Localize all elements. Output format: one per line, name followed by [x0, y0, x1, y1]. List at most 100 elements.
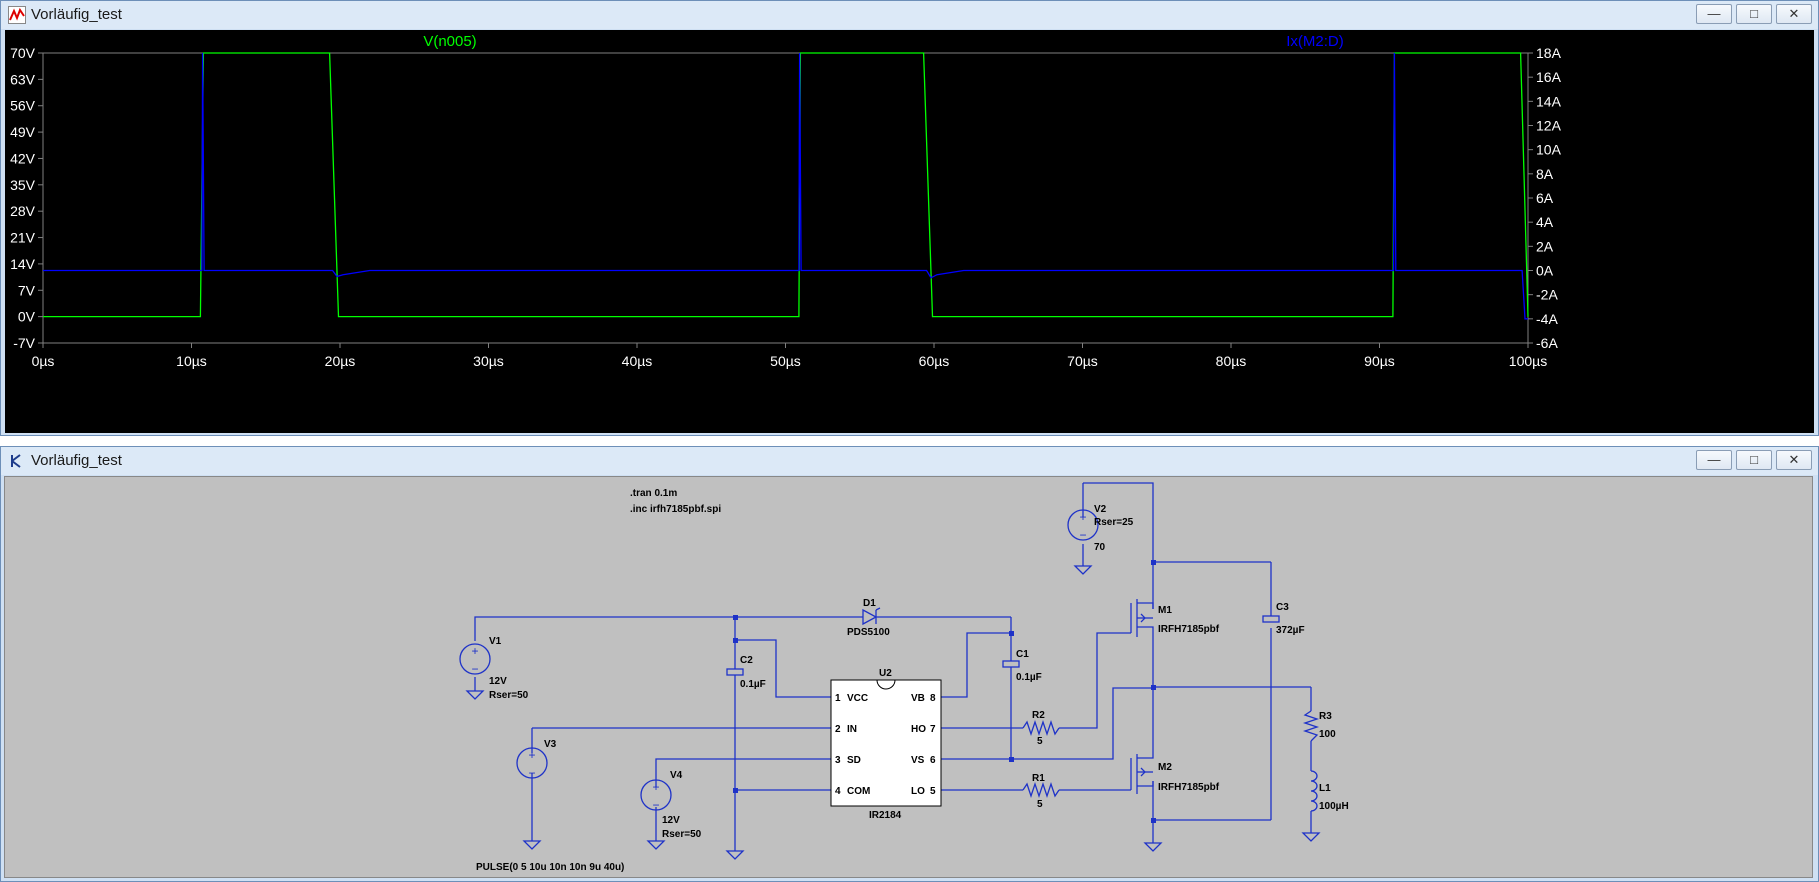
- svg-text:−: −: [528, 766, 535, 780]
- inductor-l1[interactable]: [1310, 770, 1318, 812]
- u2-pin-5-num: 5: [930, 786, 936, 797]
- voltage-source-v4[interactable]: +−: [640, 779, 672, 812]
- x-tick-label: 90µs: [1364, 353, 1395, 369]
- u2-name: U2: [879, 668, 892, 679]
- c3-name: C3: [1276, 602, 1289, 613]
- minimize-button[interactable]: —: [1696, 450, 1732, 470]
- schematic-icon: [11, 454, 21, 468]
- capacitor-c2[interactable]: [726, 668, 744, 676]
- v3-value: PULSE(0 5 10u 10n 10n 9u 40u): [476, 862, 624, 873]
- m1-value: IRFH7185pbf: [1158, 624, 1220, 635]
- c1-name: C1: [1016, 649, 1029, 660]
- close-button[interactable]: ✕: [1776, 4, 1812, 24]
- u2-pin-3-num: 3: [835, 755, 841, 766]
- ground-symbols: [465, 565, 1321, 860]
- v1-param: Rser=50: [489, 690, 529, 701]
- x-tick-label: 100µs: [1509, 353, 1547, 369]
- left-tick-label: -7V: [13, 335, 35, 351]
- c2-value: 0.1µF: [740, 679, 766, 690]
- v4-name: V4: [670, 770, 683, 781]
- plot-window-title: Vorläufig_test: [31, 6, 122, 23]
- right-tick-label: 0A: [1536, 263, 1554, 279]
- close-button[interactable]: ✕: [1776, 450, 1812, 470]
- minimize-button[interactable]: —: [1696, 4, 1732, 24]
- m2-name: M2: [1158, 762, 1172, 773]
- capacitor-c3[interactable]: [1262, 615, 1280, 623]
- mosfet-m2[interactable]: [1130, 751, 1154, 794]
- left-tick-label: 0V: [18, 309, 36, 325]
- mosfet-m1[interactable]: [1130, 599, 1154, 641]
- u2-pin-vcc: VCC: [847, 693, 868, 704]
- right-tick-label: 14A: [1536, 93, 1562, 109]
- directive-tran[interactable]: .tran 0.1m: [630, 488, 677, 499]
- x-tick-label: 60µs: [919, 353, 950, 369]
- right-tick-label: 6A: [1536, 190, 1554, 206]
- x-tick-label: 0µs: [32, 353, 55, 369]
- u2-pin-com: COM: [847, 786, 870, 797]
- maximize-icon: □: [1750, 6, 1758, 21]
- close-icon: ✕: [1788, 452, 1800, 467]
- left-tick-label: 42V: [10, 150, 36, 166]
- plot-window-titlebar[interactable]: Vorläufig_test — □ ✕: [1, 1, 1818, 29]
- schematic-canvas[interactable]: +− +− +− +− .tran 0: [4, 476, 1813, 878]
- ic-u2[interactable]: [830, 679, 942, 807]
- minimize-icon: —: [1707, 6, 1721, 21]
- u2-pin-6-num: 6: [930, 755, 936, 766]
- waveform-chart[interactable]: 70V63V56V49V42V35V28V21V14V7V0V-7V18A16A…: [5, 30, 1814, 433]
- l1-value: 100µH: [1319, 801, 1349, 812]
- u2-pin-lo: LO: [911, 786, 925, 797]
- maximize-button[interactable]: □: [1736, 450, 1772, 470]
- v4-value: 12V: [662, 815, 680, 826]
- resistor-r3[interactable]: [1302, 710, 1320, 742]
- c1-value: 0.1µF: [1016, 672, 1042, 683]
- voltage-source-v3[interactable]: +−: [516, 747, 548, 780]
- left-tick-label: 70V: [10, 45, 36, 61]
- x-tick-label: 30µs: [473, 353, 504, 369]
- left-tick-label: 49V: [10, 124, 36, 140]
- x-tick-label: 20µs: [325, 353, 356, 369]
- right-tick-label: -4A: [1536, 311, 1558, 327]
- v4-param: Rser=50: [662, 829, 702, 840]
- u2-pin-vb: VB: [911, 693, 925, 704]
- series-line-1: [43, 52, 1529, 318]
- maximize-button[interactable]: □: [1736, 4, 1772, 24]
- voltage-source-v2[interactable]: +−: [1067, 509, 1099, 542]
- right-tick-label: 2A: [1536, 238, 1554, 254]
- u2-pin-sd: SD: [847, 755, 861, 766]
- r2-value: 5: [1037, 736, 1043, 747]
- voltage-source-v1[interactable]: +−: [459, 643, 491, 676]
- svg-text:−: −: [1079, 528, 1086, 542]
- u2-value: IR2184: [869, 810, 902, 821]
- right-tick-label: 8A: [1536, 166, 1554, 182]
- diode-d1[interactable]: [862, 607, 881, 626]
- series-line-2: [43, 52, 1528, 320]
- d1-value: PDS5100: [847, 627, 890, 638]
- l1-name: L1: [1319, 783, 1331, 794]
- right-tick-label: 10A: [1536, 142, 1562, 158]
- v3-name: V3: [544, 739, 557, 750]
- left-tick-label: 21V: [10, 230, 36, 246]
- left-tick-label: 63V: [10, 71, 36, 87]
- capacitor-c1[interactable]: [1002, 660, 1020, 668]
- c2-name: C2: [740, 655, 753, 666]
- minimize-icon: —: [1707, 452, 1721, 467]
- r3-name: R3: [1319, 711, 1332, 722]
- svg-text:−: −: [471, 662, 478, 676]
- resistor-r1[interactable]: [1022, 781, 1060, 799]
- left-tick-label: 35V: [10, 177, 36, 193]
- schematic-window-titlebar[interactable]: Vorläufig_test — □ ✕: [1, 447, 1818, 475]
- right-tick-label: -2A: [1536, 287, 1558, 303]
- x-tick-label: 50µs: [770, 353, 801, 369]
- right-tick-label: 16A: [1536, 69, 1562, 85]
- schematic-drawing[interactable]: +− +− +− +− .tran 0: [5, 477, 1813, 878]
- maximize-icon: □: [1750, 452, 1758, 467]
- resistor-r2[interactable]: [1022, 719, 1060, 737]
- right-tick-label: -6A: [1536, 335, 1558, 351]
- directive-inc[interactable]: .inc irfh7185pbf.spi: [630, 504, 721, 515]
- u2-pin-vs: VS: [911, 755, 925, 766]
- left-tick-label: 56V: [10, 98, 36, 114]
- svg-text:+: +: [1079, 510, 1086, 524]
- svg-text:−: −: [652, 798, 659, 812]
- right-tick-label: 4A: [1536, 214, 1554, 230]
